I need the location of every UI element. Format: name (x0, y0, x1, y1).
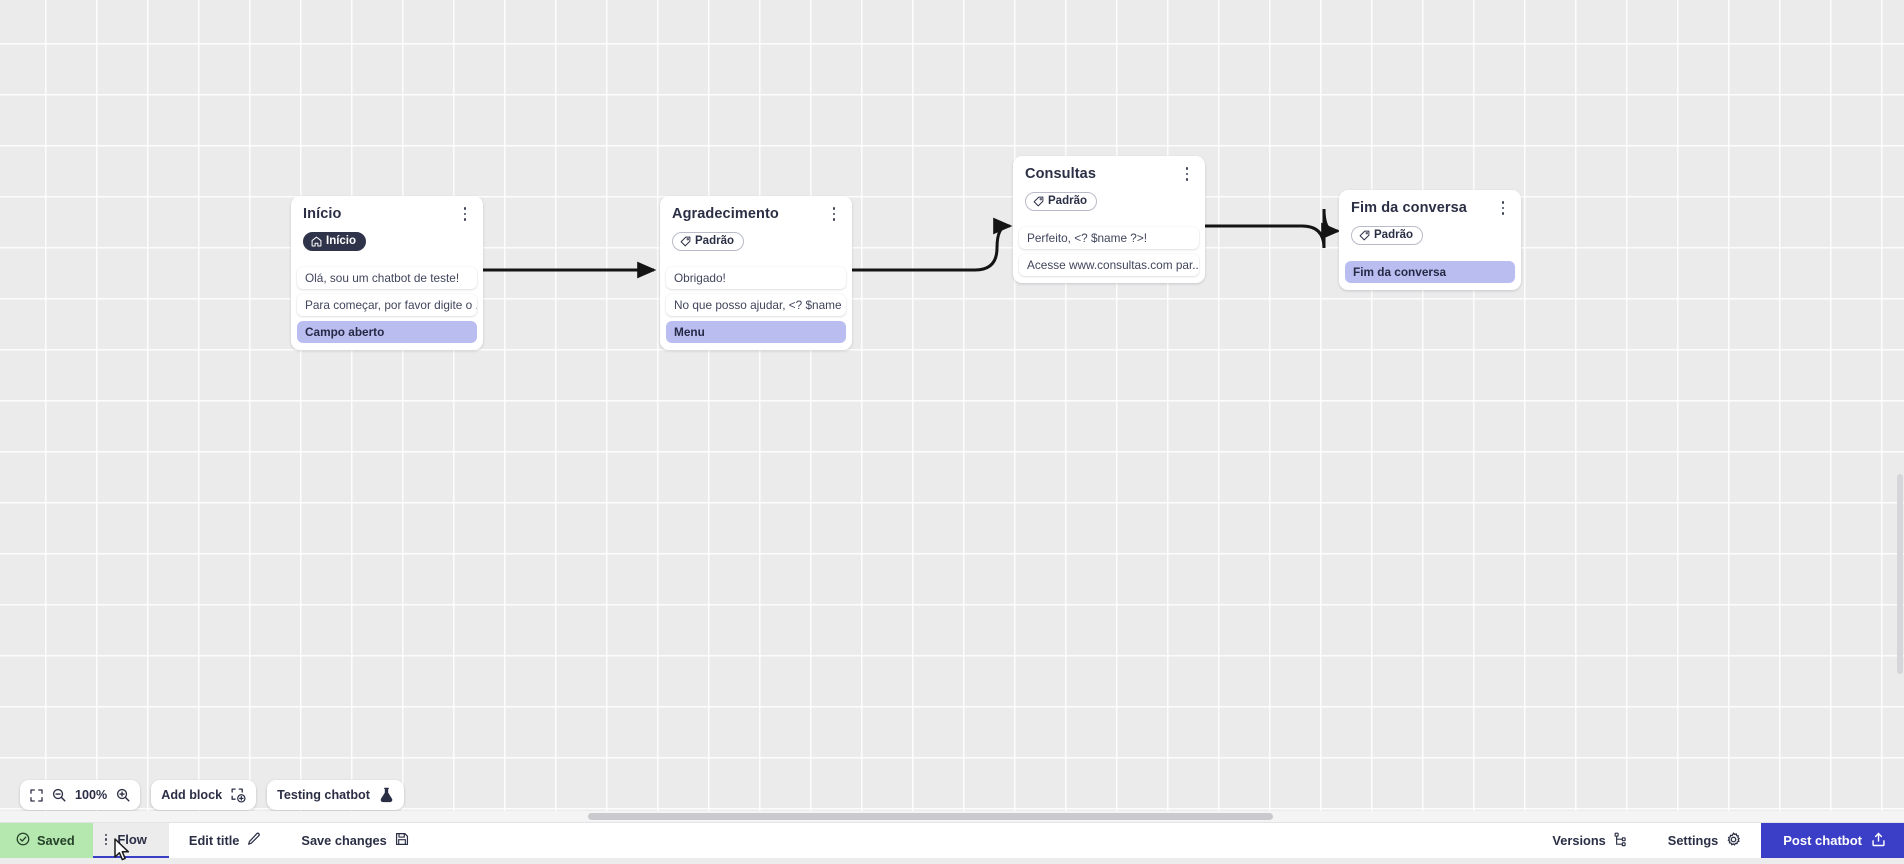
testing-chatbot-label: Testing chatbot (277, 788, 370, 802)
canvas-horizontal-scrollbar[interactable] (0, 811, 1904, 822)
kebab-menu-icon (833, 207, 836, 210)
kebab-menu-icon (105, 834, 108, 837)
settings-button[interactable]: Settings (1648, 823, 1761, 858)
node-menu-button[interactable] (1496, 200, 1510, 216)
zoom-out-icon[interactable] (52, 788, 66, 802)
tag-icon (1033, 196, 1044, 207)
add-block-button[interactable]: Add block (151, 780, 256, 810)
kebab-menu-icon (464, 207, 467, 210)
zoom-controls: 100% (20, 780, 140, 810)
post-chatbot-button[interactable]: Post chatbot (1761, 823, 1904, 858)
node-row-message[interactable]: Para começar, por favor digite o ... (297, 294, 477, 316)
node-title: Início (303, 207, 471, 223)
node-tag-inicio[interactable]: Início (303, 232, 366, 251)
testing-chatbot-button[interactable]: Testing chatbot (267, 780, 404, 810)
status-badge-saved: Saved (0, 823, 93, 858)
tab-flow-label: Flow (117, 832, 147, 847)
home-icon (311, 236, 322, 247)
node-rows: Fim da conversa (1339, 261, 1521, 290)
node-row-message[interactable]: No que posso ajudar, <? $name ... (666, 294, 846, 316)
scrollbar-thumb[interactable] (588, 813, 1273, 820)
node-tag-label: Padrão (695, 236, 734, 248)
node-rows: Olá, sou um chatbot de teste! Para começ… (291, 267, 483, 350)
fit-screen-icon[interactable] (30, 789, 43, 802)
kebab-menu-icon (1186, 167, 1189, 170)
saved-label: Saved (37, 833, 75, 848)
branch-icon (1614, 832, 1628, 850)
node-menu-button[interactable] (458, 206, 472, 222)
node-row-message[interactable]: Olá, sou um chatbot de teste! (297, 267, 477, 289)
node-row-action[interactable]: Fim da conversa (1345, 261, 1515, 283)
node-tag-padrao[interactable]: Padrão (672, 232, 744, 251)
tab-flow[interactable]: Flow (93, 823, 169, 858)
node-inicio[interactable]: Início Início Olá, sou um chatbot de tes… (291, 196, 483, 350)
kebab-menu-icon (1502, 201, 1505, 204)
node-row-message[interactable]: Acesse www.consultas.com par... (1019, 254, 1199, 276)
flow-edges (0, 0, 1904, 822)
zoom-in-icon[interactable] (116, 788, 130, 802)
check-circle-icon (16, 832, 30, 849)
versions-button[interactable]: Versions (1532, 823, 1647, 858)
tag-icon (680, 236, 691, 247)
node-title: Consultas (1025, 167, 1193, 183)
node-tag-label: Padrão (1048, 196, 1087, 208)
scrollbar-thumb[interactable] (1897, 474, 1903, 674)
node-header: Consultas Padrão (1013, 156, 1205, 222)
save-changes-label: Save changes (301, 833, 386, 848)
node-tag-padrao[interactable]: Padrão (1351, 226, 1423, 245)
flow-tab-menu-button[interactable] (105, 834, 108, 846)
node-row-action[interactable]: Menu (666, 321, 846, 343)
node-row-message[interactable]: Obrigado! (666, 267, 846, 289)
gear-icon (1726, 832, 1741, 850)
versions-label: Versions (1552, 833, 1605, 848)
node-agradecimento[interactable]: Agradecimento Padrão Obrigado! No que po… (660, 196, 852, 350)
status-bar-left: Saved Flow Edit title Save changes (0, 823, 429, 858)
flask-icon (379, 787, 394, 803)
node-tag-label: Início (326, 236, 356, 248)
edit-title-button[interactable]: Edit title (169, 823, 281, 858)
canvas-vertical-scrollbar[interactable] (1896, 0, 1904, 822)
node-tag-label: Padrão (1374, 230, 1413, 242)
add-block-icon (231, 788, 246, 803)
zoom-level: 100% (75, 788, 107, 802)
node-title: Fim da conversa (1351, 201, 1509, 217)
node-rows: Obrigado! No que posso ajudar, <? $name … (660, 267, 852, 350)
node-rows: Perfeito, <? $name ?>! Acesse www.consul… (1013, 227, 1205, 283)
node-header: Fim da conversa Padrão (1339, 190, 1521, 256)
node-row-action[interactable]: Campo aberto (297, 321, 477, 343)
floppy-disk-icon (395, 832, 409, 849)
status-bar: Saved Flow Edit title Save changes (0, 822, 1904, 858)
pencil-icon (247, 832, 261, 849)
node-tag-padrao[interactable]: Padrão (1025, 192, 1097, 211)
post-chatbot-label: Post chatbot (1783, 833, 1862, 848)
node-menu-button[interactable] (827, 206, 841, 222)
node-menu-button[interactable] (1180, 166, 1194, 182)
tag-icon (1359, 230, 1370, 241)
edge-agradecimento-consultas (851, 226, 1010, 270)
save-changes-button[interactable]: Save changes (281, 823, 428, 858)
add-block-label: Add block (161, 788, 222, 802)
node-title: Agradecimento (672, 207, 840, 223)
edit-title-label: Edit title (189, 833, 239, 848)
canvas-toolbar: 100% Add block Testing chatbot (20, 780, 404, 810)
status-bar-right: Versions Settings Post chatbot (1532, 823, 1904, 858)
upload-icon (1871, 832, 1886, 850)
node-consultas[interactable]: Consultas Padrão Perfeito, <? $name ?>! … (1013, 156, 1205, 283)
node-header: Início Início (291, 196, 483, 262)
edge-consultas-fim (1202, 209, 1338, 248)
node-fim-da-conversa[interactable]: Fim da conversa Padrão Fim da conversa (1339, 190, 1521, 290)
settings-label: Settings (1668, 833, 1718, 848)
node-row-message[interactable]: Perfeito, <? $name ?>! (1019, 227, 1199, 249)
flow-canvas[interactable]: Início Início Olá, sou um chatbot de tes… (0, 0, 1904, 822)
node-header: Agradecimento Padrão (660, 196, 852, 262)
